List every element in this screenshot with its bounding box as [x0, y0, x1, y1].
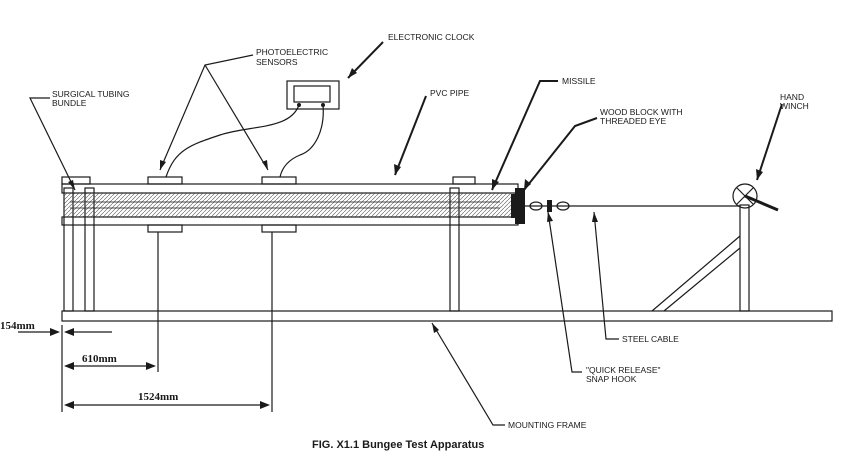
label-mounting-frame: MOUNTING FRAME	[508, 420, 587, 430]
support-legs	[63, 187, 750, 312]
dimension-1524mm: 1524mm	[138, 391, 178, 403]
dimension-610mm: 610mm	[82, 353, 117, 365]
missile	[511, 188, 525, 224]
label-wood-block-line2: THREADED EYE	[600, 116, 666, 126]
hand-winch	[732, 183, 779, 212]
label-quick-release-line1: "QUICK RELEASE"	[586, 365, 661, 375]
label-electronic-clock: ELECTRONIC CLOCK	[388, 32, 475, 42]
label-hand-winch-line2: WINCH	[780, 101, 809, 111]
label-hand-winch-line1: HAND	[780, 92, 804, 102]
label-steel-cable: STEEL CABLE	[622, 334, 679, 344]
label-photoelectric-line1: PHOTOELECTRIC	[256, 47, 328, 57]
label-photoelectric-line2: SENSORS	[256, 57, 298, 67]
figure-caption: FIG. X1.1 Bungee Test Apparatus	[312, 439, 484, 451]
label-leaders	[29, 41, 783, 426]
label-pvc-pipe: PVC PIPE	[430, 88, 470, 98]
snap-hook-and-cable	[525, 200, 740, 212]
label-surgical-line2: BUNDLE	[52, 98, 87, 108]
electronic-clock	[165, 80, 340, 178]
mounting-frame	[61, 310, 833, 322]
dimension-lines	[18, 232, 273, 412]
label-surgical-line1: SURGICAL TUBING	[52, 89, 129, 99]
label-wood-block-line1: WOOD BLOCK WITH	[600, 107, 683, 117]
dimension-154mm: 154mm	[0, 320, 35, 332]
label-quick-release-line2: SNAP HOOK	[586, 374, 637, 384]
label-missile: MISSILE	[562, 76, 596, 86]
